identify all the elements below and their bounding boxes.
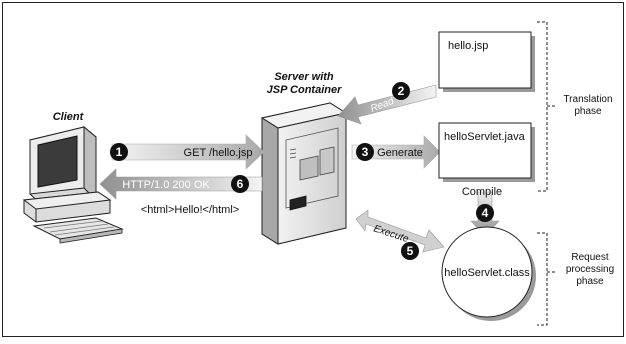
hello-servlet-class-label: helloServlet.class: [444, 267, 530, 279]
step-3-badge: 3: [356, 143, 374, 161]
execute-arrow: [355, 209, 445, 253]
hello-servlet-java-label: helloServlet.java: [444, 131, 526, 143]
step-6-badge: 6: [231, 175, 249, 193]
svg-text:6: 6: [237, 177, 244, 191]
svg-text:4: 4: [482, 206, 489, 220]
compile-label: Compile: [462, 186, 502, 198]
read-label: Read: [369, 96, 396, 115]
step-4-badge: 4: [476, 204, 494, 222]
request-phase-bracket: [537, 232, 557, 326]
server-label-line2: JSP Container: [267, 84, 342, 96]
request-phase-label-line2: processing: [566, 264, 614, 275]
request-phase-label-line1: Request: [571, 252, 608, 263]
read-arrow: [337, 84, 437, 125]
step-2-badge: 2: [392, 82, 410, 100]
hello-jsp-file: hello.jsp: [438, 31, 535, 92]
server-label-line1: Server with: [274, 71, 334, 83]
svg-text:1: 1: [116, 145, 123, 159]
step-5-badge: 5: [401, 242, 419, 260]
server-icon: [260, 102, 348, 245]
generate-label: Generate: [377, 147, 423, 159]
client-computer-icon: [22, 125, 124, 244]
request-phase-label-line3: phase: [576, 276, 604, 287]
step-1-badge: 1: [110, 143, 128, 161]
get-request-label: GET /hello.jsp: [184, 147, 253, 159]
client-label: Client: [53, 111, 85, 123]
http-response-label: HTTP/1.0 200 OK: [122, 179, 210, 191]
hello-servlet-class-node: helloServlet.class: [441, 226, 536, 321]
translation-phase-bracket: [537, 21, 557, 192]
hello-jsp-label: hello.jsp: [448, 40, 488, 52]
svg-text:3: 3: [362, 145, 369, 159]
svg-text:2: 2: [398, 84, 405, 98]
hello-servlet-java-file: helloServlet.java: [438, 122, 535, 182]
diagram-frame: [2, 2, 624, 337]
translation-phase-label-line1: Translation: [563, 94, 612, 105]
html-response-label: <html>Hello!</html>: [141, 204, 239, 216]
request-arrow: [111, 134, 265, 170]
svg-text:5: 5: [407, 244, 414, 258]
translation-phase-label-line2: phase: [574, 106, 602, 117]
